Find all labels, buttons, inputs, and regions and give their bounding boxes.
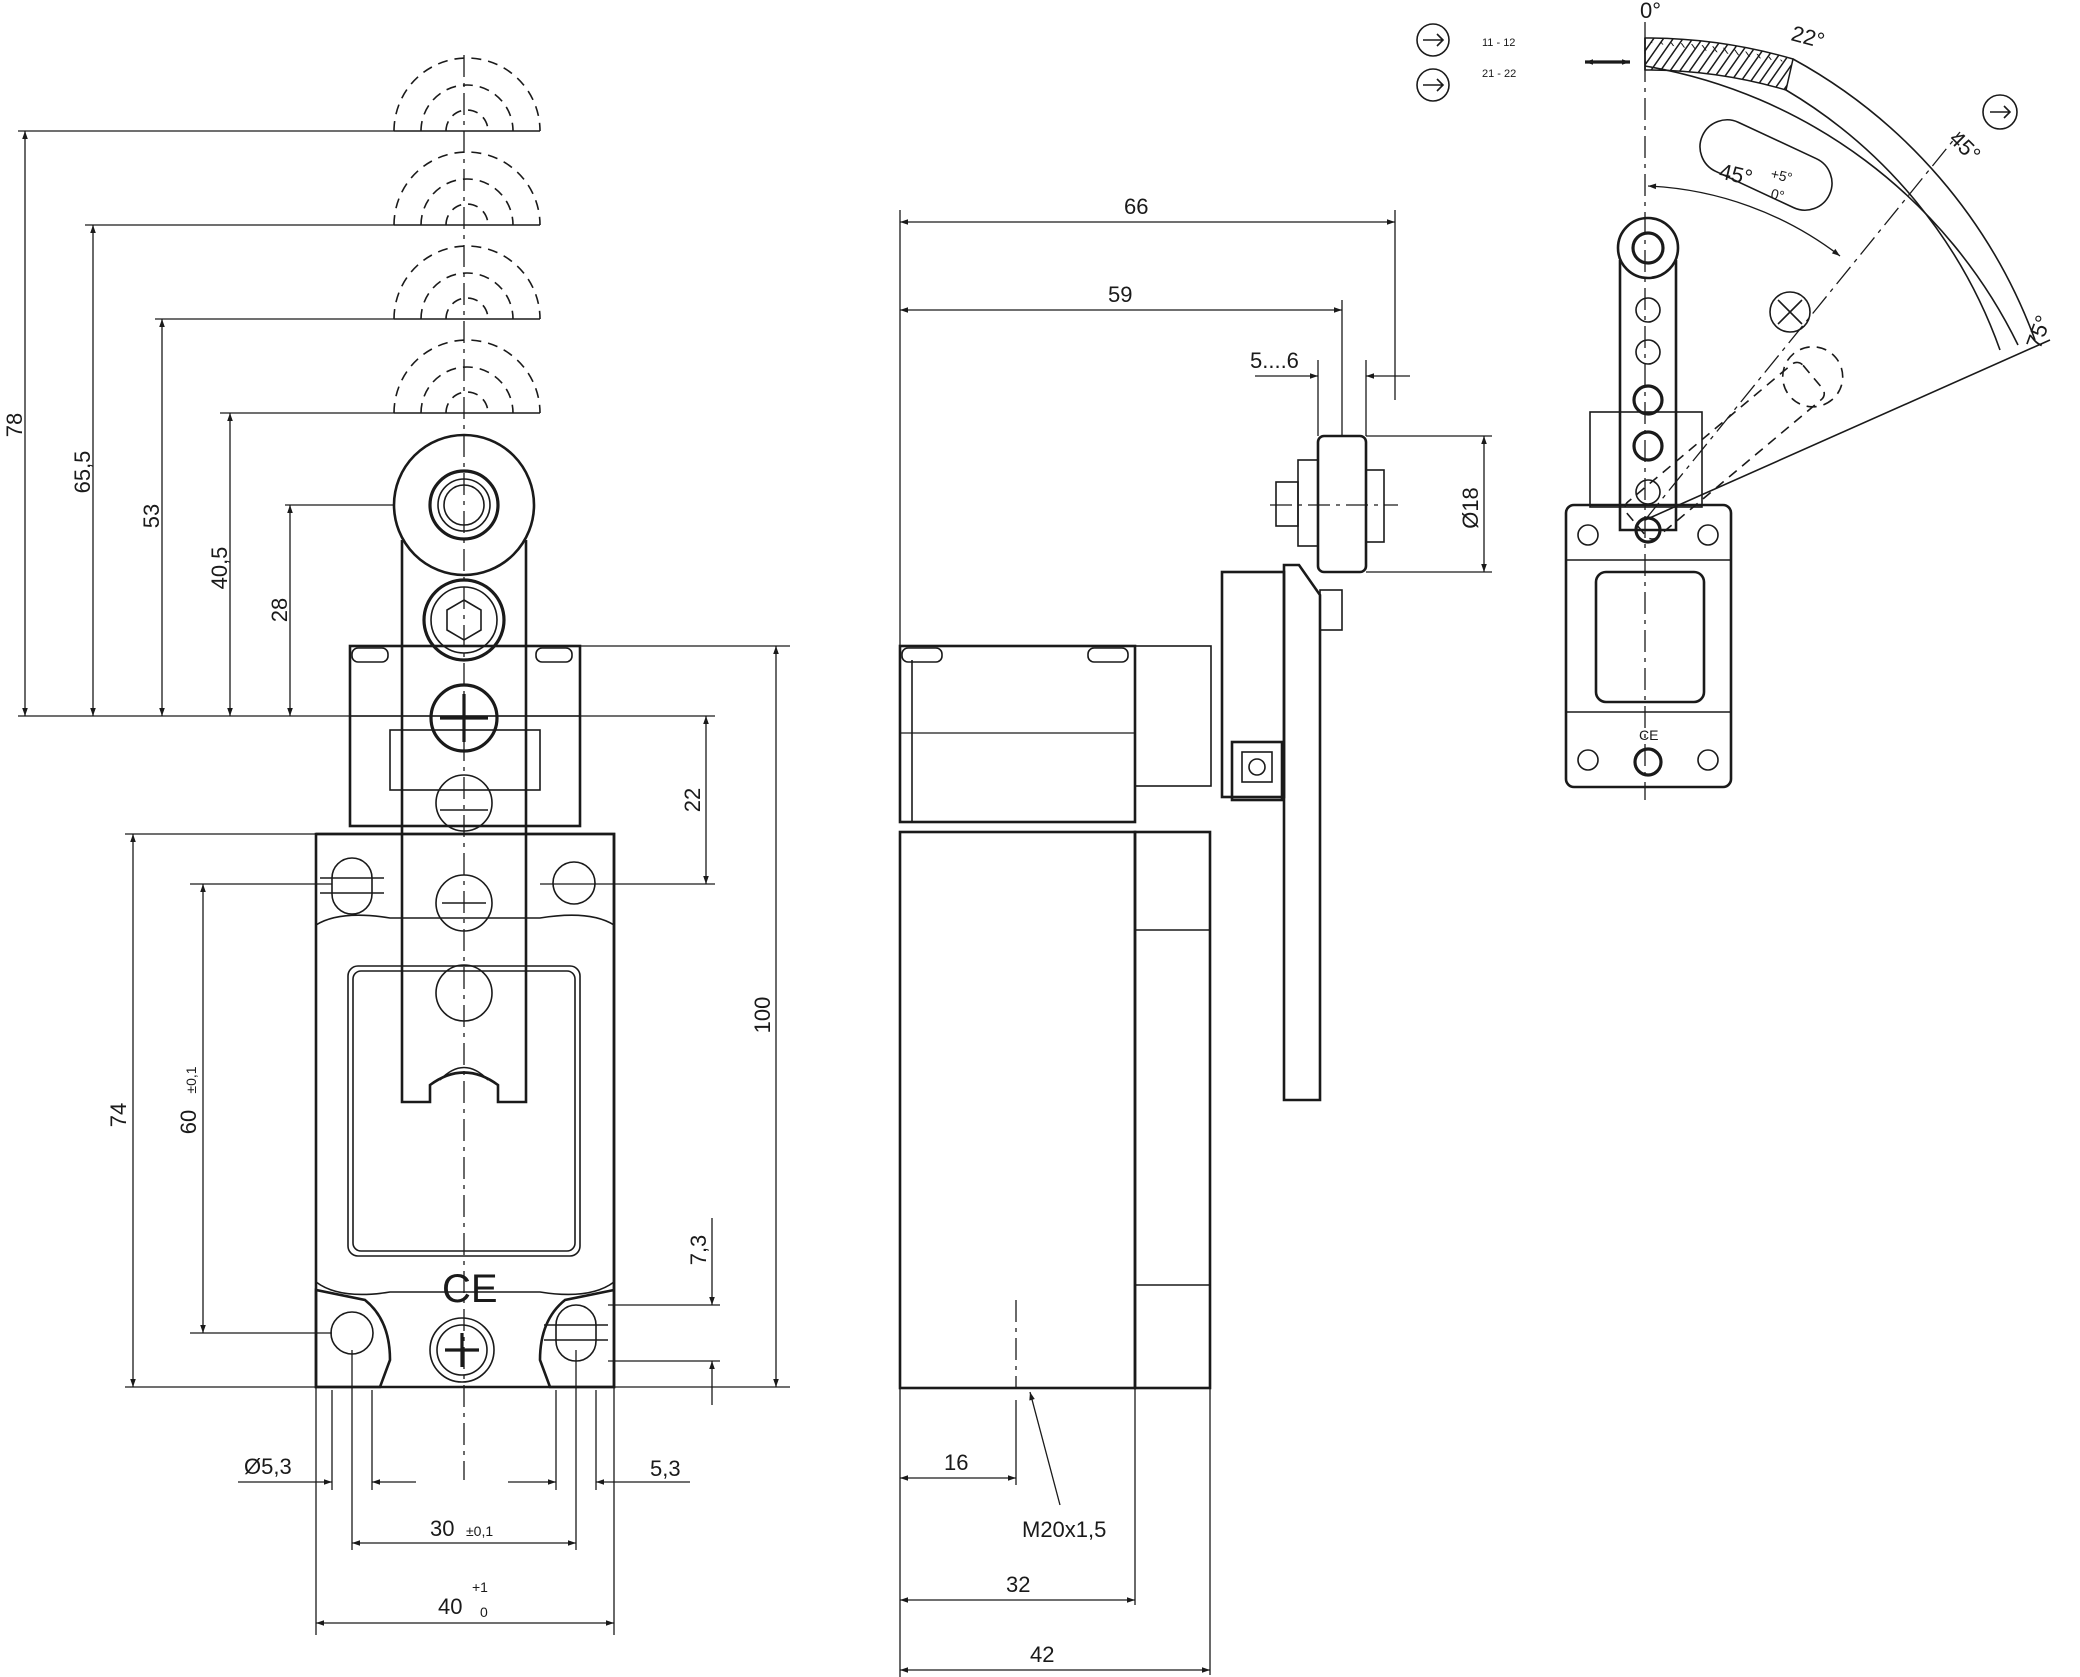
dim-53: 53 <box>139 504 164 528</box>
dim-16: 16 <box>944 1450 968 1475</box>
adjust-tol-lower: 0° <box>1769 185 1786 204</box>
dim-slot-width: 5,3 <box>650 1456 681 1481</box>
dim-22: 22 <box>680 788 705 812</box>
side-view: 66 59 5....6 Ø18 16 M20x1,5 32 42 <box>898 194 1492 1677</box>
dim-thread: M20x1,5 <box>1022 1517 1106 1542</box>
arrow-circle-icon <box>1416 23 1450 57</box>
roller-alt-positions <box>393 57 541 414</box>
dim-28: 28 <box>267 598 292 622</box>
right-dimensions: 22 100 7,3 <box>540 645 790 1405</box>
angle-22: 22° <box>1789 21 1828 54</box>
contact-21-22: 21 - 22 <box>1482 68 1516 80</box>
front-view: CE 78 65,5 53 40,5 28 <box>2 55 790 1635</box>
dim-roller-dia: Ø18 <box>1458 487 1483 529</box>
contact-11-12: 11 - 12 <box>1482 37 1515 49</box>
left-dimensions: 74 60 ±0,1 <box>106 833 332 1388</box>
arrow-circle-icon <box>1982 94 2018 130</box>
dim-74: 74 <box>106 1103 131 1127</box>
dim-5-6: 5....6 <box>1250 348 1299 373</box>
dim-40-5: 40,5 <box>207 547 232 590</box>
dim-42: 42 <box>1030 1642 1054 1667</box>
ce-mark: CE <box>442 1267 498 1311</box>
dim-60-tol: ±0,1 <box>183 1066 199 1093</box>
dim-66: 66 <box>1124 194 1148 219</box>
dim-32: 32 <box>1006 1572 1030 1597</box>
dim-7-3: 7,3 <box>686 1235 711 1266</box>
angle-0: 0° <box>1640 0 1661 23</box>
adjust-tol-upper: +5° <box>1769 165 1794 185</box>
dim-width-tol-lower: 0 <box>480 1604 488 1620</box>
lever-arm <box>392 433 536 1104</box>
dim-width: 40 <box>438 1594 462 1619</box>
dim-60: 60 <box>176 1110 201 1134</box>
dim-100: 100 <box>750 997 775 1034</box>
ce-mark-small: CE <box>1639 727 1658 743</box>
height-dimensions: 78 65,5 53 40,5 28 <box>2 130 715 717</box>
dim-width-tol-upper: +1 <box>472 1579 488 1595</box>
adjust-angle: 45° <box>1717 159 1755 191</box>
arrow-circle-icon <box>1416 68 1450 102</box>
bottom-dimensions: Ø5,3 5,3 30 ±0,1 40 +1 0 <box>238 1350 690 1635</box>
dim-78: 78 <box>2 413 27 437</box>
dim-59: 59 <box>1108 282 1132 307</box>
actuation-diagram: 11 - 12 21 - 22 0° 22° 45° 75° 45° +5° 0… <box>1416 0 2056 800</box>
dim-hole-dia: Ø5,3 <box>244 1454 292 1479</box>
dim-pitch-tol: ±0,1 <box>466 1523 493 1539</box>
angle-45: 45° <box>1944 126 1985 167</box>
dim-65-5: 65,5 <box>70 451 95 494</box>
dim-pitch: 30 <box>430 1516 454 1541</box>
